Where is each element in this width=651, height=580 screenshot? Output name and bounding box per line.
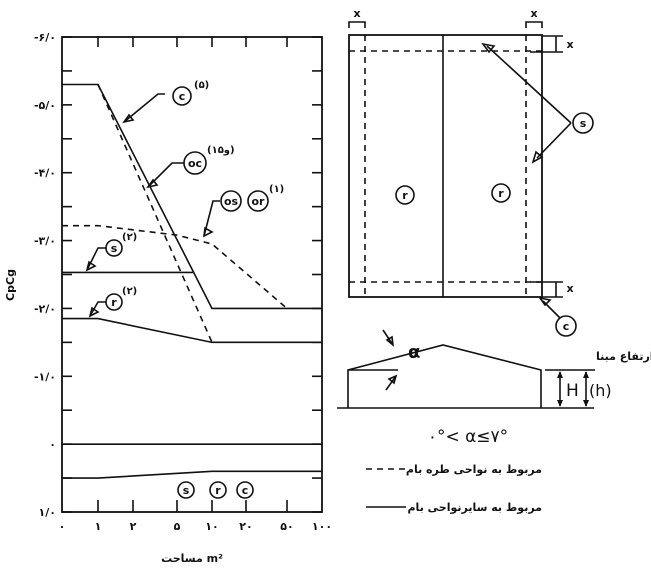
H-label: H bbox=[566, 381, 579, 401]
x-tick-label: ۲ bbox=[130, 520, 137, 533]
x-tick-label: ۱۰۰ bbox=[312, 520, 332, 533]
y-tick-label: -۱/۰ bbox=[34, 370, 56, 383]
dim-x-right-bottom: x bbox=[566, 282, 573, 295]
x-tick-label: ۵۰ bbox=[280, 520, 293, 533]
zone-c: c bbox=[563, 320, 570, 333]
roof-plan: x x x x r r s c bbox=[348, 7, 594, 337]
annotation-oc: oc (۱و۵) bbox=[146, 145, 235, 189]
x-tick-label: ۱۰ bbox=[205, 520, 218, 533]
dim-x-top-right: x bbox=[530, 7, 537, 20]
alpha-label: α bbox=[408, 342, 420, 363]
note-c: (۵) bbox=[194, 80, 209, 91]
annotation-s: s (۲) bbox=[85, 232, 137, 272]
label-bottom-c: c bbox=[242, 484, 249, 497]
curve-s-r-c-positive bbox=[62, 470, 322, 479]
reference-height-label: ارتفاع مبنا bbox=[596, 350, 651, 363]
x-axis-label: مساحت m² bbox=[161, 552, 223, 565]
label-or: or bbox=[252, 195, 266, 208]
annotation-os-or: os or (۱) bbox=[203, 184, 284, 238]
annotation-r: r (۲) bbox=[88, 286, 137, 318]
plot-frame bbox=[61, 36, 323, 513]
x-tick-label: ۲۰ bbox=[239, 520, 252, 533]
dim-x-right-top: x bbox=[566, 38, 573, 51]
note-os-or: (۱) bbox=[269, 184, 284, 195]
angle-range: ۰°< α≤۷° bbox=[428, 427, 508, 447]
y-tick-label: -۴/۰ bbox=[34, 167, 56, 180]
legend: مربوط به نواحی طره بام مربوط به سایرنواح… bbox=[366, 463, 542, 514]
annotation-bottom: s r c bbox=[177, 481, 254, 499]
y-tick-label: -۵/۰ bbox=[34, 99, 56, 112]
building-elevation: α H (h) ارتفاع مبنا ۰°< α≤۷° bbox=[337, 329, 651, 447]
legend-solid-text: مربوط به سایرنواحی بام bbox=[408, 501, 543, 514]
x-tick-label: ۵ bbox=[174, 520, 181, 533]
curve-c bbox=[62, 83, 322, 310]
annotation-c: c (۵) bbox=[122, 80, 209, 124]
y-tick-label: -۶/۰ bbox=[34, 31, 56, 44]
y-axis: -۶/۰ -۵/۰ -۴/۰ -۳/۰ -۲/۰ -۱/۰ ۰ ۱/۰ bbox=[34, 31, 322, 519]
y-tick-label: -۲/۰ bbox=[34, 302, 56, 315]
label-bottom-s: s bbox=[183, 484, 190, 497]
curve-oc bbox=[97, 84, 213, 343]
note-r: (۲) bbox=[122, 286, 137, 297]
x-axis: ۰ ۱ ۲ ۵ ۱۰ ۲۰ ۵۰ ۱۰۰ bbox=[59, 37, 332, 533]
label-bottom-r: r bbox=[215, 484, 221, 497]
y-axis-label: CpCg bbox=[4, 269, 17, 301]
legend-dashed-text: مربوط به نواحی طره بام bbox=[406, 463, 542, 476]
label-os: os bbox=[224, 195, 239, 208]
label-oc: oc bbox=[188, 157, 202, 170]
label-r: r bbox=[111, 296, 117, 309]
label-c: c bbox=[179, 90, 186, 103]
dim-x-top-left: x bbox=[353, 7, 360, 20]
zone-r-left: r bbox=[402, 189, 408, 202]
curves bbox=[62, 83, 322, 479]
y-tick-label: ۱/۰ bbox=[39, 506, 56, 519]
zone-r-right: r bbox=[498, 187, 504, 200]
note-oc: (۱و۵) bbox=[207, 145, 235, 156]
curve-r bbox=[62, 317, 322, 344]
y-tick-label: -۳/۰ bbox=[34, 235, 56, 248]
h-label: (h) bbox=[589, 381, 612, 400]
curve-os-or bbox=[62, 224, 288, 310]
x-tick-label: ۱ bbox=[95, 520, 102, 533]
y-tick-label: ۰ bbox=[49, 438, 56, 451]
label-s: s bbox=[111, 242, 118, 255]
note-s: (۲) bbox=[122, 232, 137, 243]
x-tick-label: ۰ bbox=[59, 520, 66, 533]
zone-s: s bbox=[580, 117, 587, 130]
